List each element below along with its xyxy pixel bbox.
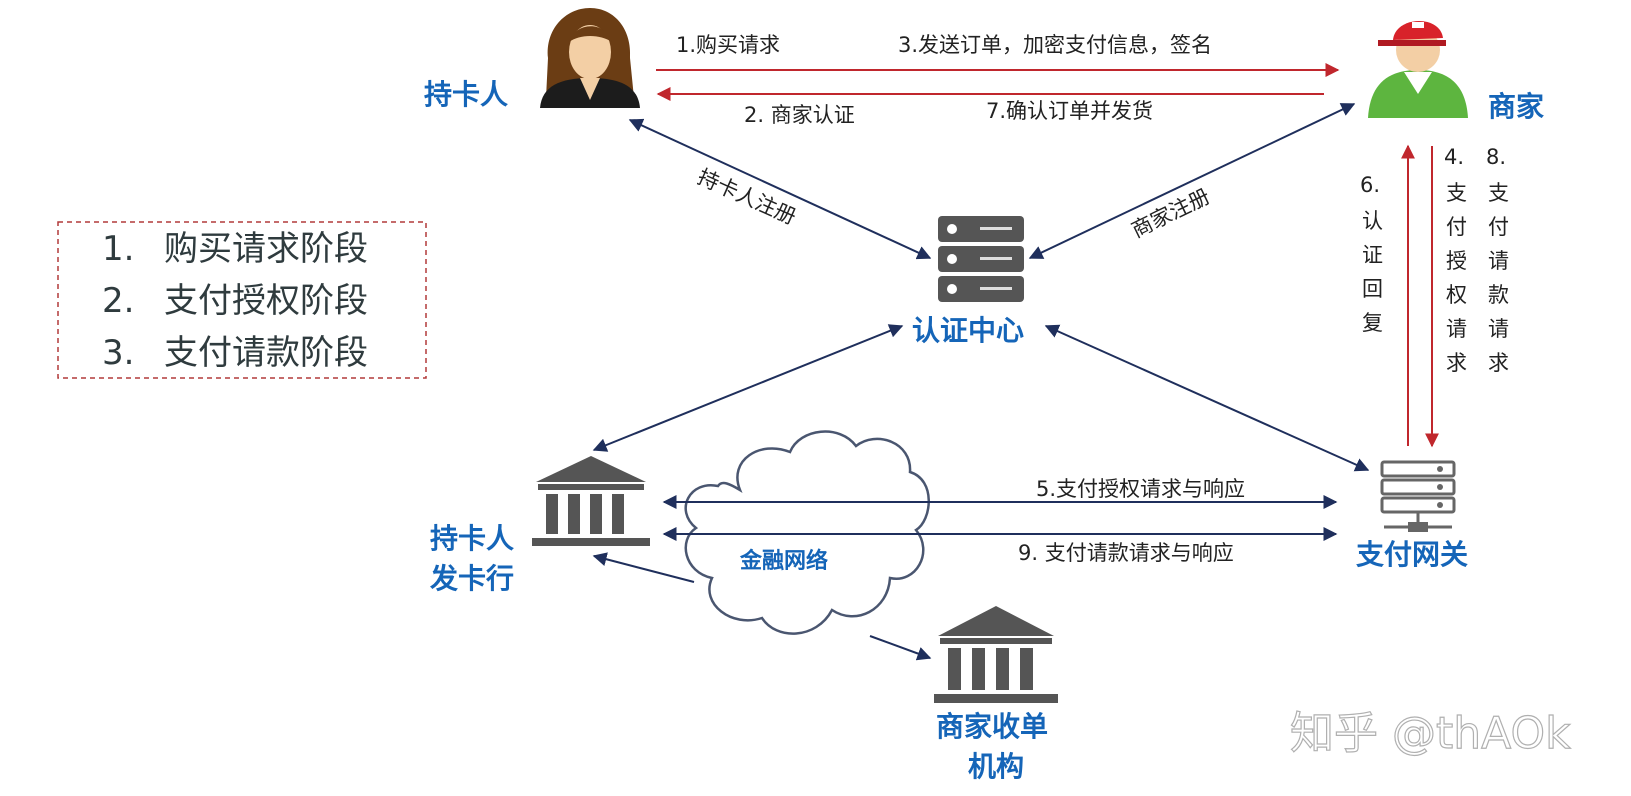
node-label-issuer-line2: 发卡行 <box>429 562 514 595</box>
stage-1-number: 1. <box>102 229 134 269</box>
node-label-gateway: 支付网关 <box>1356 538 1468 571</box>
vlabel-char: 请 <box>1446 317 1467 341</box>
person-female-icon <box>540 8 640 108</box>
arrow-cert-gateway <box>1044 324 1370 472</box>
arrow-merchant-register <box>1028 103 1356 259</box>
stage-2-number: 2. <box>102 281 134 321</box>
vlabel-char: 认 <box>1362 209 1383 233</box>
edge-label-auth-request-response: 5.支付授权请求与响应 <box>1036 477 1245 501</box>
node-label-cardholder: 持卡人 <box>424 78 508 111</box>
edge-label-confirm-order: 7.确认订单并发货 <box>986 99 1153 123</box>
edge-label-payment-auth-request: 4. 支 付 授 权 请 求 <box>1444 145 1467 375</box>
vlabel-char: 款 <box>1488 283 1509 307</box>
bank-icon-issuer <box>532 456 650 546</box>
edge-label-merchant-auth: 2. 商家认证 <box>744 103 855 127</box>
vlabel-char: 复 <box>1362 311 1383 335</box>
vlabel-char: 6. <box>1360 173 1380 197</box>
cloud-icon <box>684 430 930 635</box>
vlabel-char: 支 <box>1446 181 1467 205</box>
edge-label-purchase-request: 1.购买请求 <box>676 33 780 57</box>
vlabel-char: 8. <box>1486 145 1506 169</box>
node-label-issuer-line1: 持卡人 <box>430 522 514 555</box>
node-label-cert-center: 认证中心 <box>912 314 1024 347</box>
edge-label-auth-reply: 6. 认 证 回 复 <box>1360 173 1383 335</box>
vlabel-char: 求 <box>1446 351 1467 375</box>
node-label-acquirer-line1: 商家收单 <box>936 710 1048 743</box>
arrow-network-acquirer <box>869 635 932 661</box>
node-label-acquirer-line2: 机构 <box>968 750 1024 783</box>
vlabel-char: 权 <box>1446 283 1467 307</box>
edge-label-capture-request-response: 9. 支付请款请求与响应 <box>1018 541 1234 565</box>
vlabel-char: 4. <box>1444 145 1464 169</box>
vlabel-char: 请 <box>1488 249 1509 273</box>
vlabel-char: 证 <box>1362 243 1383 267</box>
vlabel-char: 请 <box>1488 317 1509 341</box>
vlabel-char: 求 <box>1488 351 1509 375</box>
vlabel-char: 支 <box>1488 181 1509 205</box>
vlabel-char: 回 <box>1362 277 1383 301</box>
stage-3-label: 支付请款阶段 <box>164 333 368 373</box>
arrow-cardholder-register <box>628 118 932 260</box>
server-network-icon <box>1380 460 1456 532</box>
watermark: 知乎 @thAOk <box>1290 708 1571 759</box>
stage-1-label: 购买请求阶段 <box>164 229 368 269</box>
stage-legend-box <box>57 221 427 379</box>
edge-label-merchant-register: 商家注册 <box>1128 184 1214 242</box>
node-label-network: 金融网络 <box>739 548 828 574</box>
vlabel-char: 授 <box>1446 249 1467 273</box>
arrow-cert-issuer <box>592 324 904 452</box>
vlabel-char: 付 <box>1446 215 1467 239</box>
vlabel-char: 付 <box>1488 215 1509 239</box>
edge-label-payment-capture-request: 8. 支 付 请 款 请 求 <box>1486 145 1509 375</box>
edge-label-send-order: 3.发送订单，加密支付信息，签名 <box>898 33 1212 57</box>
server-icon <box>938 216 1024 302</box>
stage-3-number: 3. <box>102 333 134 373</box>
arrow-network-issuer <box>592 552 695 583</box>
node-label-merchant: 商家 <box>1488 90 1544 123</box>
person-cap-icon <box>1368 20 1468 118</box>
stage-2-label: 支付授权阶段 <box>164 281 368 321</box>
bank-icon-acquirer <box>934 606 1058 703</box>
